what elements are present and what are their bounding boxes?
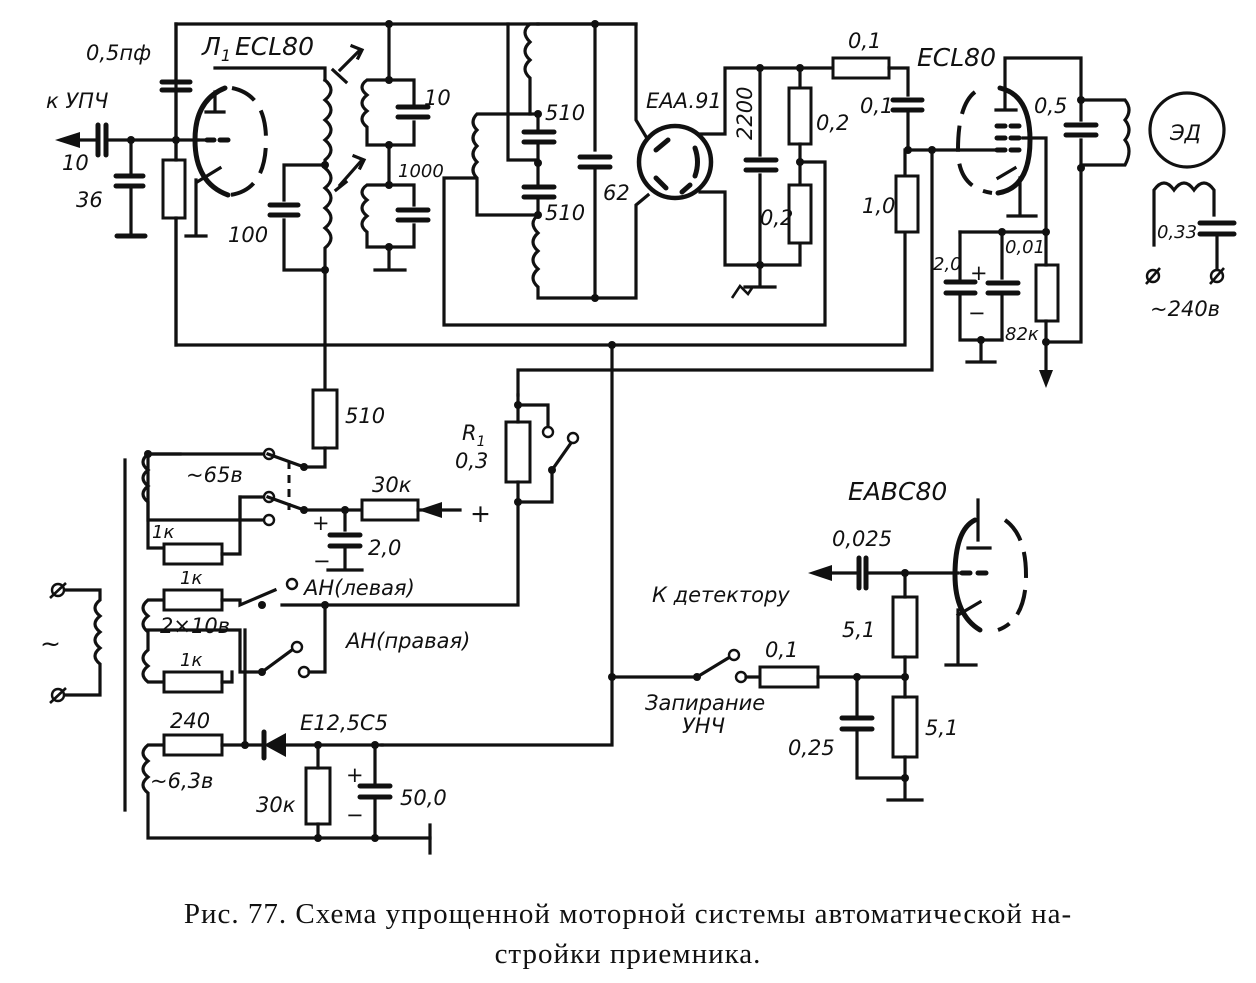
label-c-20-out: 2,0 (933, 254, 962, 275)
label-c-36: 36 (76, 188, 103, 212)
label-r-01-top: 0,1 (848, 29, 881, 53)
label-r-1k-c: 1к (180, 650, 202, 671)
r1-switch-block (280, 393, 580, 607)
label-c-10-in: 10 (62, 151, 89, 175)
arrow-to-if-amp-icon (55, 132, 80, 148)
label-c-0025: 0,025 (832, 527, 892, 551)
label-c-01: 0,1 (860, 94, 893, 118)
label-tube-eabc80: EABC80 (848, 477, 947, 506)
label-r-82k: 82к (1005, 324, 1039, 345)
arrow-down-icon (1039, 370, 1053, 388)
label-winding-65v: ~65в (186, 463, 243, 487)
label-c-10-var: 10 (424, 86, 451, 110)
label-winding-2x10v: 2×10в (160, 614, 230, 638)
label-tube-eaa91: EAA.91 (646, 89, 722, 113)
label-r-02-top: 0,2 (816, 111, 849, 135)
label-rectifier: Е12,5С5 (300, 711, 388, 735)
tube-l1-ecl80 (184, 66, 327, 238)
label-motor: ЭД (1169, 121, 1201, 145)
label-r-51-top: 5,1 (842, 618, 875, 642)
label-r1: R1 (462, 421, 486, 450)
tube-ecl80-output (516, 56, 1131, 397)
label-ac-input: ~ (40, 629, 61, 658)
label-c-100: 100 (228, 223, 268, 247)
label-c-025: 0,25 (788, 736, 835, 760)
label-minus-c50: − (346, 803, 364, 827)
label-plus-c20: + (970, 261, 988, 285)
label-c-500: 50,0 (400, 786, 447, 810)
rectifier-diode-icon (264, 733, 286, 757)
label-c-62: 62 (603, 181, 630, 205)
label-r-510: 510 (345, 404, 385, 428)
discriminator-coils (471, 20, 651, 302)
label-c-033: 0,33 (1157, 222, 1197, 243)
label-c-2200: 2200 (733, 87, 757, 140)
label-c-1000: 1000 (398, 161, 444, 182)
power-transformer (49, 447, 462, 855)
label-afc-right: АН(правая) (344, 629, 470, 653)
label-r-10: 1,0 (862, 194, 895, 218)
figure-caption-line-1: Рис. 77. Схема упрощенной моторной систе… (183, 898, 1073, 930)
tube-eaa91 (636, 56, 910, 299)
label-c-510-top: 510 (545, 101, 585, 125)
label-c-05: 0,5 (1034, 94, 1067, 118)
label-to-if-amp: к УПЧ (46, 89, 108, 113)
label-afc-left: АН(левая) (302, 576, 415, 600)
label-lock-af-2: УНЧ (682, 714, 725, 738)
label-r-1k-a: 1к (152, 522, 174, 543)
label-r-01-lock: 0,1 (765, 638, 798, 662)
arrow-to-detector-icon (808, 565, 832, 581)
label-c-05pf: 0,5пф (86, 41, 151, 65)
label-lock-af-1: Запирание (645, 691, 765, 715)
label-r-51-bot: 5,1 (925, 716, 958, 740)
label-c-510-bot: 510 (545, 201, 585, 225)
label-c-001: 0,01 (1005, 237, 1045, 258)
figure-caption-line-2: стройки приемника. (494, 938, 762, 970)
motor-ed (1145, 91, 1237, 285)
label-minus-c2: − (313, 549, 331, 573)
label-c-20-bias: 2,0 (368, 536, 401, 560)
lock-af-block (608, 498, 1029, 802)
label-r-30k-psu: 30к (256, 793, 296, 817)
label-plus-c50: + (346, 763, 364, 787)
tuned-circuits-mid (360, 20, 827, 327)
label-r-30k-bias: 30к (372, 473, 412, 497)
label-c-02: 0,2 (760, 206, 793, 230)
label-r-240: 240 (170, 709, 210, 733)
label-to-detector: К детектору (652, 583, 790, 607)
label-plus-bias: + (470, 499, 491, 528)
input-network (55, 22, 200, 347)
label-r-1k-b: 1к (180, 568, 202, 589)
oscillator-tank (267, 43, 367, 347)
label-winding-63v: ~6,3в (150, 769, 213, 793)
label-r1-value: 0,3 (455, 449, 488, 473)
arrow-from-plus-icon (418, 502, 442, 518)
label-plus-c2: + (312, 511, 330, 535)
lower-bus (300, 341, 616, 747)
label-minus-c20: − (968, 301, 986, 325)
label-mains-240v: ~240в (1150, 297, 1220, 321)
label-tube-ecl80-output: ECL80 (917, 43, 996, 72)
